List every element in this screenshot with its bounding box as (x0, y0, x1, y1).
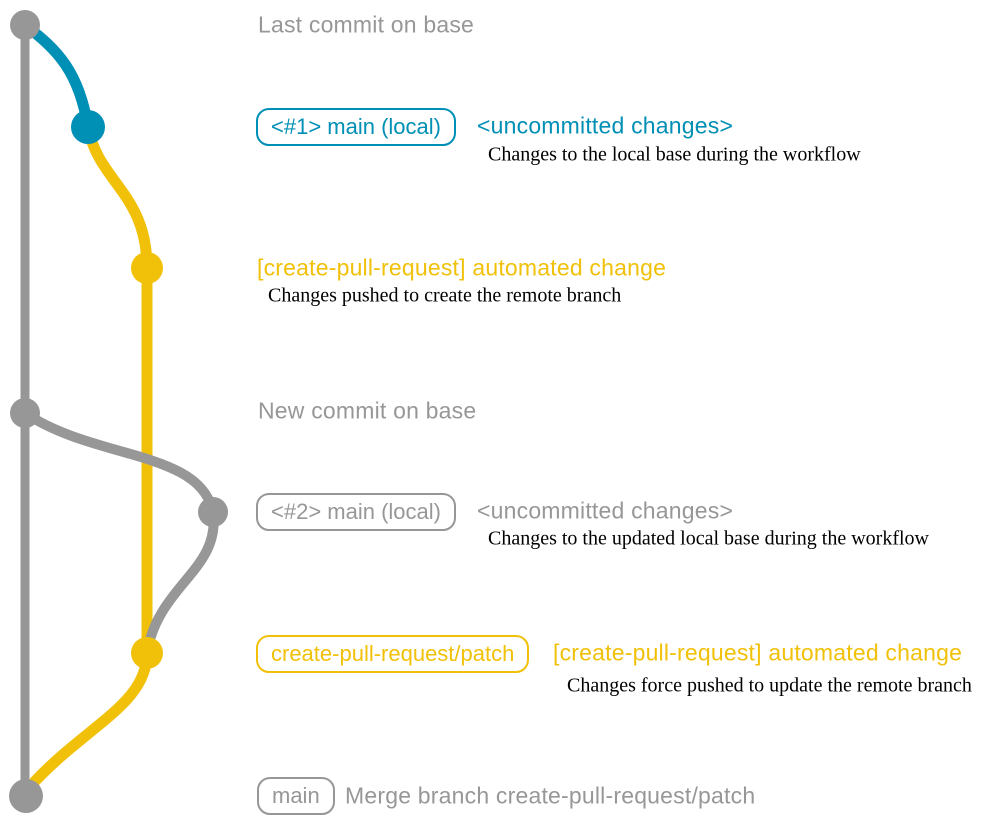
commit-dot-local-2 (198, 497, 228, 527)
annotation-last-commit: Last commit on base (258, 11, 475, 38)
note-force-push: Changes force pushed to update the remot… (567, 674, 972, 697)
commit-message-automated-change-1: [create-pull-request] automated change (257, 254, 667, 281)
commit-message-uncommitted-1: <uncommitted changes> (477, 112, 734, 139)
branch-tag-main: main (257, 777, 335, 815)
annotation-new-commit: New commit on base (258, 397, 477, 424)
commit-dot-local-1 (71, 110, 105, 144)
commit-message-automated-change-2: [create-pull-request] automated change (553, 639, 963, 666)
commit-dot-new-base (10, 398, 40, 428)
branch-tag-patch: create-pull-request/patch (256, 635, 530, 673)
local-branch-line (19, 19, 94, 133)
commit-dot-push-2 (131, 637, 163, 669)
commit-dot-push-1 (131, 252, 163, 284)
branch-tag-main-local-1: <#1> main (local) (256, 108, 456, 146)
note-push-create: Changes pushed to create the remote bran… (268, 284, 622, 307)
commit-dot-last-base (10, 10, 40, 40)
commit-message-merge: Merge branch create-pull-request/patch (345, 782, 756, 809)
note-uncommitted-1: Changes to the local base during the wor… (488, 143, 861, 166)
commit-dot-merge (9, 779, 43, 813)
commit-message-uncommitted-2: <uncommitted changes> (477, 497, 734, 524)
updated-local-branch-line (20, 408, 219, 658)
note-uncommitted-2: Changes to the updated local base during… (488, 527, 929, 550)
branch-tag-main-local-2: <#2> main (local) (256, 493, 456, 531)
